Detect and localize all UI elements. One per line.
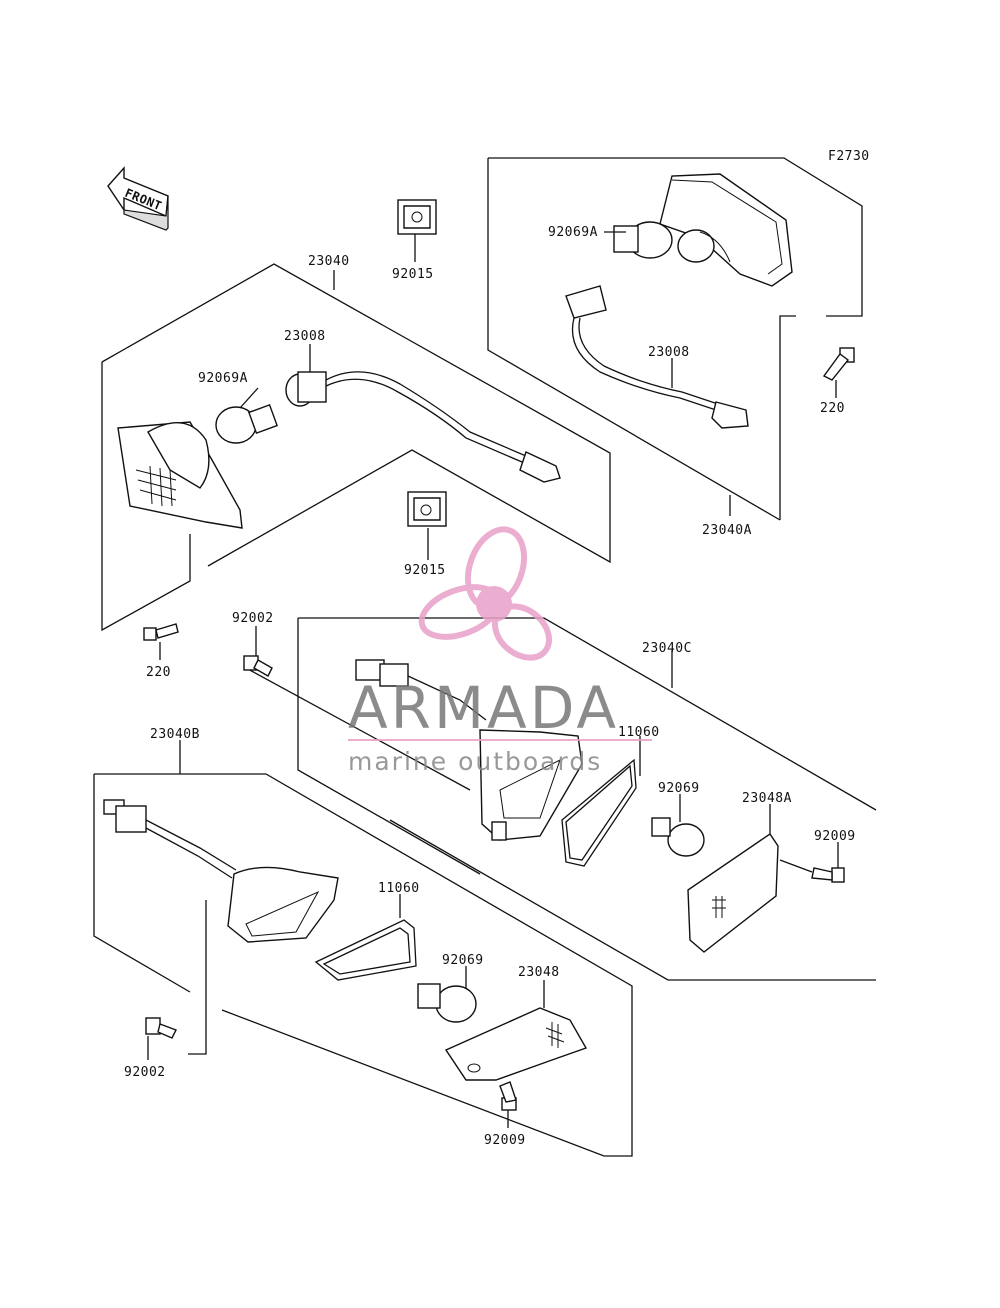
lens-cover-23048A: [687, 833, 779, 953]
label-11060-upper: 11060: [618, 725, 660, 740]
rear-signal-housing-part: [659, 173, 793, 287]
bulb-92069A-right: [613, 221, 673, 259]
screw-220-left: [143, 623, 179, 641]
watermark-tagline: marine outboards: [348, 747, 602, 776]
front-arrow-icon: FRONT: [107, 166, 169, 231]
harness-connector-lower: [103, 799, 237, 879]
screw-92009-upper: [779, 859, 845, 883]
label-92009-upper: 92009: [814, 829, 856, 844]
gasket-11060-lower: [314, 919, 417, 981]
label-92015-top: 92015: [392, 267, 434, 282]
label-92002-lower: 92002: [124, 1065, 166, 1080]
bulb-92069-upper: [651, 817, 705, 857]
label-23008-right: 23008: [648, 345, 690, 360]
label-92002-upper: 92002: [232, 611, 274, 626]
label-92069A-right: 92069A: [548, 225, 598, 240]
screw-92009-lower: [499, 1081, 517, 1111]
propeller-logo-icon: [418, 526, 552, 661]
turn-signal-lens-part: [117, 421, 243, 529]
bolt-92002-upper: [243, 655, 273, 677]
bolt-92002-lower: [145, 1017, 177, 1039]
label-23040A: 23040A: [702, 523, 752, 538]
label-23008-left: 23008: [284, 329, 326, 344]
label-23040: 23040: [308, 254, 350, 269]
label-23040C: 23040C: [642, 641, 692, 656]
assembly-23040B: 23040B 11060 92069: [93, 727, 633, 1157]
label-92069A-left: 92069A: [198, 371, 248, 386]
label-11060-lower: 11060: [378, 881, 420, 896]
label-92069-lower: 92069: [442, 953, 484, 968]
label-220-right: 220: [820, 401, 845, 416]
clip-92015-mid: [407, 491, 447, 527]
clip-92015-top: [397, 199, 437, 235]
bulb-92069-lower: [417, 983, 477, 1023]
assembly-23040C: 23040C 11060 92069: [232, 611, 877, 981]
signal-lens-lower-part: [227, 866, 339, 943]
lens-cover-23048: [444, 1007, 588, 1081]
harness-connector-upper: [355, 659, 487, 721]
watermark-brand: ARMADA: [348, 674, 619, 742]
label-92069-upper: 92069: [658, 781, 700, 796]
watermark-logo: ARMADA marine outboards: [348, 526, 652, 776]
label-92015-mid: 92015: [404, 563, 446, 578]
socket-harness-23008-left: [285, 371, 561, 483]
gasket-11060-upper: [561, 758, 637, 867]
label-92009-lower: 92009: [484, 1133, 526, 1148]
bulb-92069A-left: [215, 404, 278, 444]
assembly-23040: 23040 23008 92069A 9: [101, 199, 611, 680]
label-23048A: 23048A: [742, 791, 792, 806]
screw-220-right: [822, 347, 855, 381]
figure-code: F2730: [828, 149, 870, 164]
assembly-23040A: 23040A 92069A 23008 220: [487, 157, 863, 538]
label-220-left: 220: [146, 665, 171, 680]
label-23040B: 23040B: [150, 727, 200, 742]
signal-lens-upper-part: [479, 729, 583, 841]
label-23048: 23048: [518, 965, 560, 980]
socket-harness-23008-right: [565, 285, 749, 429]
